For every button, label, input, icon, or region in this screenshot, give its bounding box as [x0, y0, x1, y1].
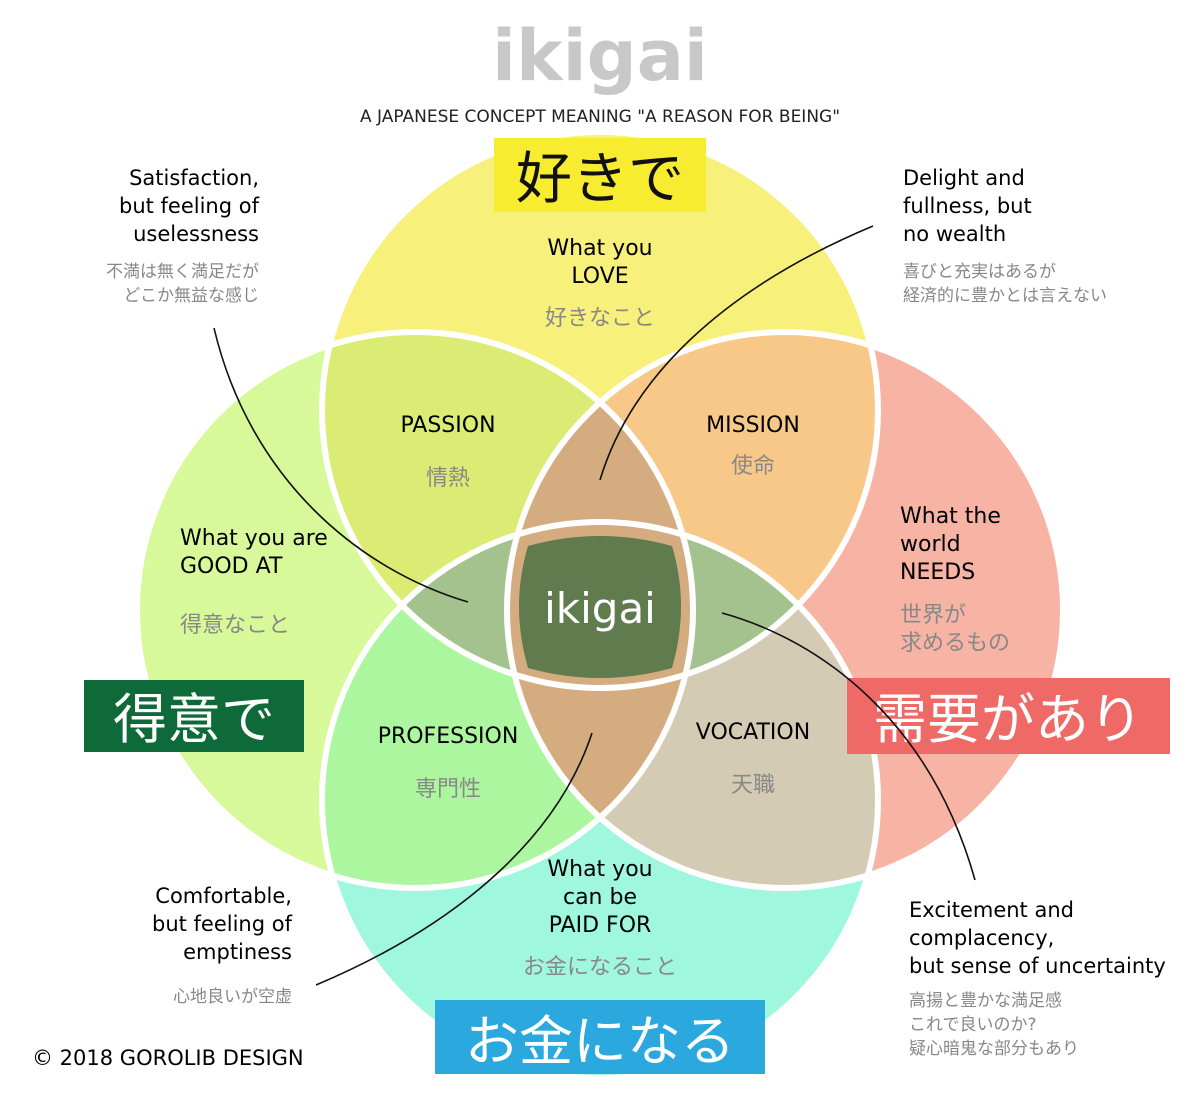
- banner-bottom: お金になる: [465, 1010, 735, 1073]
- world-en-line1: What the: [900, 504, 1001, 529]
- note-bottom-left-en-3: emptiness: [183, 940, 292, 964]
- good-en-line1: What you are: [180, 526, 328, 551]
- paid-en-line2: can be: [563, 885, 637, 910]
- leader-bottom-right: [721, 612, 976, 881]
- overlap-right-lens: [507, 332, 693, 888]
- note-top-right-jp-1: 喜びと充実はあるが: [903, 262, 1056, 282]
- note-top-left-en-2: but feeling of: [119, 194, 260, 218]
- banner-left-bg: [84, 680, 304, 752]
- profession-en: PROFESSION: [378, 724, 519, 749]
- good-jp: 得意なこと: [180, 613, 290, 638]
- note-bottom-left-en-2: but feeling of: [152, 912, 293, 936]
- banner-right: 需要があり: [873, 688, 1143, 751]
- passion-jp: 情熱: [426, 466, 470, 491]
- love-en-line1: What you: [547, 236, 652, 261]
- world-jp-line1: 世界が: [900, 603, 966, 628]
- banner-bottom-bg: [435, 1000, 765, 1074]
- note-bottom-right-jp-1: 高揚と豊かな満足感: [909, 991, 1062, 1011]
- circle-outlines: [134, 129, 1066, 1081]
- paid-en-line1: What you: [547, 857, 652, 882]
- leader-top-right: [599, 225, 874, 481]
- paid-jp: お金になること: [523, 955, 677, 980]
- love-en-line2: LOVE: [571, 264, 628, 289]
- title: ikigai: [492, 15, 708, 97]
- center-label: ikigai: [544, 584, 656, 633]
- note-bottom-right-en-2: complacency,: [909, 926, 1054, 950]
- vocation-en: VOCATION: [696, 720, 810, 745]
- note-top-right-en-1: Delight and: [903, 166, 1025, 190]
- subtitle: A JAPANESE CONCEPT MEANING "A REASON FOR…: [360, 107, 840, 127]
- note-bottom-right-en-1: Excitement and: [909, 898, 1074, 922]
- note-top-left-jp-2: どこか無益な感じ: [124, 286, 260, 306]
- leader-bottom-left: [315, 732, 593, 986]
- credit: © 2018 GOROLIB DESIGN: [32, 1046, 304, 1070]
- note-bottom-right-en-3: but sense of uncertainty: [909, 954, 1166, 978]
- note-bottom-right-jp-3: 疑心暗鬼な部分もあり: [909, 1039, 1079, 1059]
- note-top-right-jp-2: 経済的に豊かとは言えない: [903, 286, 1107, 306]
- mission-en: MISSION: [706, 413, 800, 438]
- banner-right-bg: [847, 678, 1170, 754]
- world-en-line2: world: [900, 532, 961, 557]
- passion-en: PASSION: [400, 413, 495, 438]
- note-bottom-left-jp-1: 心地良いが空虚: [173, 987, 292, 1007]
- good-en-line2: GOOD AT: [180, 554, 283, 579]
- center-region: [519, 536, 681, 678]
- note-top-left-en-1: Satisfaction,: [129, 166, 259, 190]
- note-top-right-en-3: no wealth: [903, 222, 1006, 246]
- banner-top: 好きで: [516, 147, 684, 212]
- love-jp: 好きなこと: [545, 306, 655, 331]
- world-en-line3: NEEDS: [900, 560, 975, 585]
- leader-lines: [213, 225, 976, 986]
- paid-en-line3: PAID FOR: [549, 913, 652, 938]
- vocation-jp: 天職: [731, 773, 775, 798]
- banner-left: 得意で: [113, 688, 275, 751]
- world-jp-line2: 求めるもの: [900, 631, 1010, 656]
- note-top-right-en-2: fullness, but: [903, 194, 1032, 218]
- note-bottom-left-en-1: Comfortable,: [155, 884, 292, 908]
- mission-jp: 使命: [731, 454, 775, 479]
- leader-top-left: [213, 327, 469, 603]
- note-bottom-right-jp-2: これで良いのか?: [909, 1015, 1037, 1035]
- profession-jp: 専門性: [415, 777, 481, 802]
- banner-top-bg: [494, 138, 706, 212]
- note-top-left-en-3: uselessness: [133, 222, 259, 246]
- note-top-left-jp-1: 不満は無く満足だが: [106, 262, 259, 282]
